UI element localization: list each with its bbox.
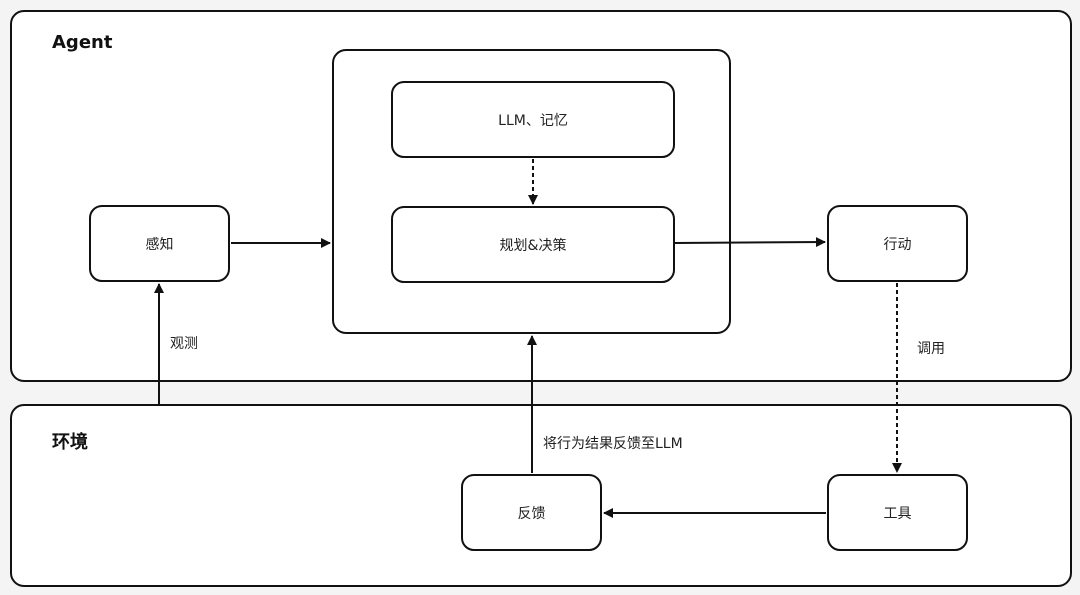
llm-memory-node: LLM、记忆	[391, 81, 675, 158]
tool-node: 工具	[827, 474, 968, 551]
planning-node: 规划&决策	[391, 206, 675, 283]
observe-label: 观测	[170, 336, 198, 352]
perception-node: 感知	[89, 205, 230, 282]
feedback-node: 反馈	[461, 474, 602, 551]
environment-region-title: 环境	[52, 432, 88, 453]
action-node: 行动	[827, 205, 968, 282]
feedback-to-llm-label: 将行为结果反馈至LLM	[543, 436, 683, 452]
agent-region-title: Agent	[52, 32, 113, 53]
invoke-label: 调用	[917, 341, 945, 357]
